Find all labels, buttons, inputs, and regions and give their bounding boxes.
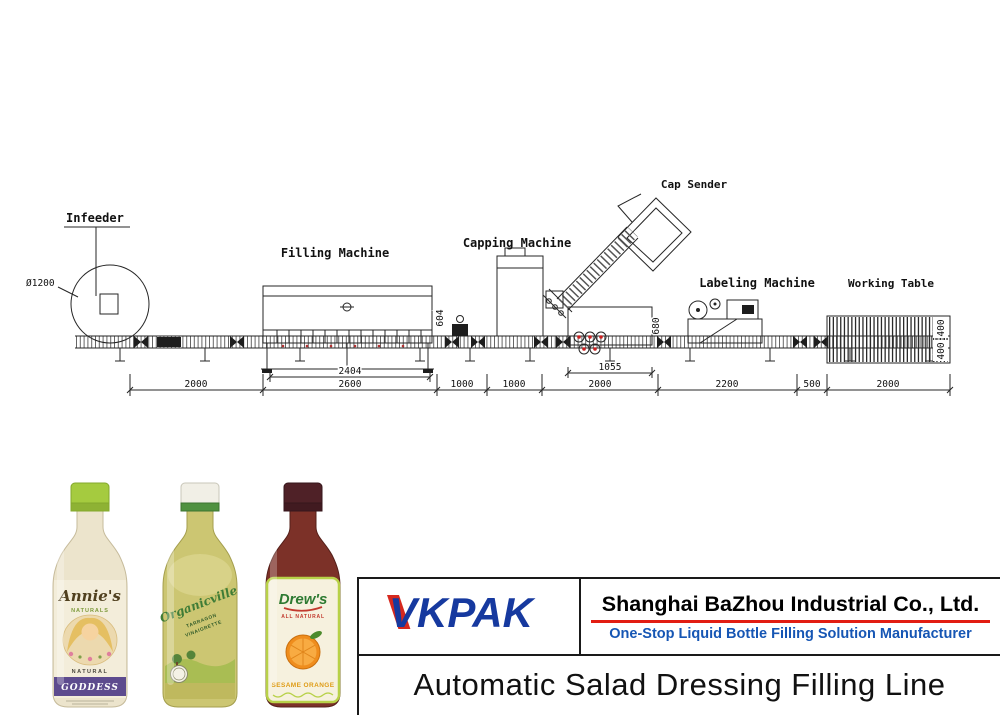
filling-machine-label: Filling Machine	[281, 246, 389, 260]
company-logo: VKPAK	[359, 579, 579, 654]
table-depth-top-dim: 400	[936, 319, 947, 336]
company-name: Shanghai BaZhou Industrial Co., Ltd.	[601, 591, 980, 616]
dim-filling-inner: 2404	[339, 366, 362, 377]
infeeder	[57, 226, 150, 344]
infeeder-label: Infeeder	[66, 211, 124, 225]
company-info: Shanghai BaZhou Industrial Co., Ltd. One…	[579, 579, 1000, 654]
bottle-annies: Annie's NATURALS NATURAL GODDESS	[52, 482, 128, 708]
bottle-brand: Drew's	[279, 591, 328, 608]
branding-footer: VKPAK Shanghai BaZhou Industrial Co., Lt…	[357, 577, 1000, 715]
footer-title-row: Automatic Salad Dressing Filling Line	[359, 656, 1000, 714]
goddess-artwork	[62, 614, 118, 666]
bottle-variant-line: NATURAL	[72, 669, 109, 675]
product-line-title: Automatic Salad Dressing Filling Line	[413, 667, 946, 702]
capping-star-wheels	[573, 331, 607, 355]
cap-sender	[545, 193, 692, 311]
dimension-chain: 2000 2404 2600 1000 1000 1055 2000 2200 …	[126, 361, 954, 396]
dim-gap-after-filling: 1000	[451, 379, 474, 390]
dim-capping-section: 2000	[589, 379, 612, 390]
conveyor	[75, 335, 950, 362]
bottle-subbrand: ALL NATURAL	[281, 614, 325, 620]
conveyor-legs	[115, 348, 935, 362]
capping-machine-label: Capping Machine	[463, 236, 571, 250]
dim-filling-outer: 2600	[339, 379, 362, 390]
cap-elevator-hatch	[558, 227, 638, 309]
bottle-cap-band	[283, 502, 323, 512]
dim-table-section: 2000	[877, 379, 900, 390]
bottle-cap-band	[70, 502, 110, 512]
company-tagline: One-Stop Liquid Bottle Filling Solution …	[609, 625, 972, 642]
bottle-separator	[452, 324, 468, 336]
table-depth-bottom-dim: 400	[936, 342, 947, 359]
conveyor-joints	[134, 336, 828, 348]
labeling-machine-label: Labeling Machine	[699, 276, 815, 290]
logo-text: VKPAK	[389, 589, 533, 636]
footer-top-row: VKPAK Shanghai BaZhou Industrial Co., Lt…	[359, 579, 1000, 656]
conveyor-drive-unit	[157, 337, 181, 347]
bottle-drews: Drew's ALL NATURAL SESAME ORANGE	[265, 482, 341, 708]
filling-machine	[261, 285, 434, 373]
red-divider	[591, 619, 990, 623]
cap-chute-caps	[546, 298, 564, 316]
dim-infeeder-section: 2000	[185, 379, 208, 390]
bottle-brand: Annie's	[57, 587, 121, 605]
filling-line-diagram: Infeeder Ø1200 Filling Machine 604	[25, 178, 954, 396]
filling-nozzle-tips	[281, 344, 405, 348]
filling-nozzles	[276, 330, 422, 343]
capper-height-dim: 680	[651, 317, 662, 334]
bottle-flavor: GODDESS	[61, 683, 119, 693]
dim-capping-approach: 1000	[503, 379, 526, 390]
bottle-cap-band	[180, 502, 220, 512]
bottle-organicville: Organicville TARRAGON VINAIGRETTE	[158, 482, 240, 708]
bottle-subbrand: NATURALS	[71, 608, 109, 614]
bottle-flavor: SESAME ORANGE	[272, 682, 335, 689]
working-table-label: Working Table	[848, 277, 934, 290]
working-table	[826, 315, 951, 364]
orange-artwork	[285, 630, 322, 670]
labeling-machine	[687, 298, 763, 344]
dim-gap-before-table: 500	[803, 379, 820, 390]
filling-height-dim: 604	[435, 309, 446, 326]
goddess-band	[54, 677, 126, 696]
infeeder-diameter-label: Ø1200	[26, 278, 55, 289]
farm-artwork	[165, 650, 235, 699]
dim-capper-width: 1055	[599, 362, 622, 373]
dim-labeling-section: 2200	[716, 379, 739, 390]
cap-sender-label: Cap Sender	[661, 178, 728, 191]
